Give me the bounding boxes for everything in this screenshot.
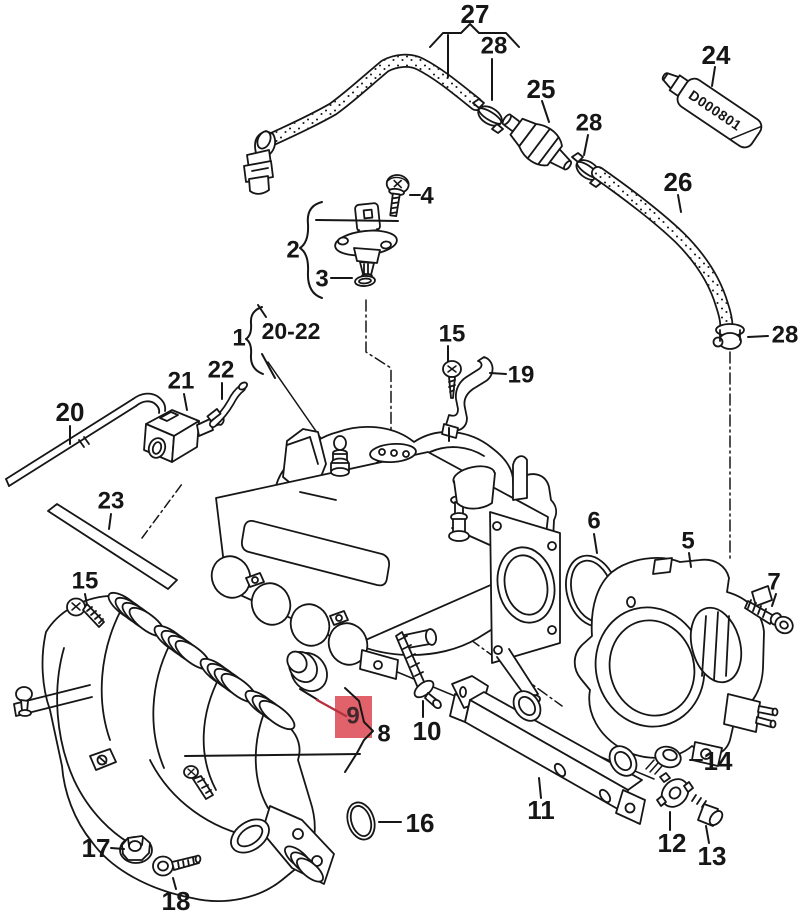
lower-manifold (13, 591, 335, 902)
part-label-28-6: 28 (772, 322, 799, 349)
highlight-leader-9 (315, 698, 348, 718)
quick-connector-fitting (243, 130, 277, 195)
part-label-21-15: 21 (168, 368, 195, 395)
part-label-22-16: 22 (208, 357, 235, 384)
nut-17 (119, 835, 153, 864)
seal-ring-9 (286, 650, 328, 692)
hose-22 (206, 381, 248, 428)
bellows-ribs (107, 591, 296, 731)
bolt-18 (152, 854, 202, 877)
part-label-11-28: 11 (527, 795, 555, 825)
part-label-15-12: 15 (439, 321, 466, 348)
cap-12 (656, 772, 694, 808)
part-label-6-20: 6 (587, 508, 600, 535)
rod-20 (5, 392, 167, 487)
part-label-10-24: 10 (413, 716, 442, 746)
part-label-16-25: 16 (406, 808, 435, 838)
part-label-27-0: 27 (461, 0, 490, 29)
part-label-5-19: 5 (681, 528, 694, 555)
fuel-rail-11 (449, 675, 646, 825)
bolt-10 (395, 631, 442, 710)
clamp-28-right (712, 323, 745, 350)
part-label-4-7: 4 (420, 183, 434, 210)
oring-16 (346, 801, 376, 841)
part-label-9-22: 9 (346, 703, 359, 730)
fuel-valve-25 (501, 113, 573, 171)
part-label-15-18: 15 (72, 568, 99, 595)
sealant-tube-24: D000801 (661, 72, 763, 149)
screw-14 (645, 745, 682, 775)
part-label-2-8: 2 (286, 237, 299, 264)
part-label-24-2: 24 (702, 40, 731, 70)
part-label-13-31: 13 (698, 841, 727, 871)
part-label-20-22-11: 20-22 (262, 318, 321, 344)
part-label-26-5: 26 (664, 167, 693, 197)
screw-15-left (66, 597, 105, 628)
clamp-28-left (472, 98, 504, 134)
bolt-7 (744, 599, 794, 635)
part-label-1-10: 1 (232, 325, 245, 352)
sensor-2 (334, 202, 398, 279)
strip-23 (47, 503, 178, 590)
leader-lines (69, 23, 777, 890)
upper-manifold (210, 425, 561, 704)
part-label-7-21: 7 (767, 569, 780, 596)
screw-4 (385, 174, 410, 218)
part-label-12-30: 12 (658, 828, 687, 858)
part-label-23-17: 23 (98, 488, 125, 515)
plug-13 (691, 794, 724, 827)
throttle-body-5 (573, 557, 779, 767)
part-label-3-9: 3 (315, 266, 328, 293)
part-label-18-27: 18 (162, 886, 191, 915)
bracket-8 (344, 687, 374, 773)
hose-27 (261, 53, 483, 148)
part-label-28-4: 28 (576, 110, 603, 137)
part-label-8-23: 8 (377, 721, 390, 748)
part-label-14-29: 14 (704, 746, 733, 776)
hose-26 (591, 166, 734, 336)
part-label-20-14: 20 (56, 397, 85, 427)
part-label-28-1: 28 (481, 33, 508, 60)
screw-15-top (442, 360, 462, 399)
valve-21 (143, 409, 225, 463)
part-label-17-26: 17 (82, 833, 111, 863)
highlight-box-9 (335, 696, 372, 738)
oring-3 (354, 275, 376, 287)
part-label-19-13: 19 (508, 362, 535, 389)
part-label-25-3: 25 (527, 74, 556, 104)
